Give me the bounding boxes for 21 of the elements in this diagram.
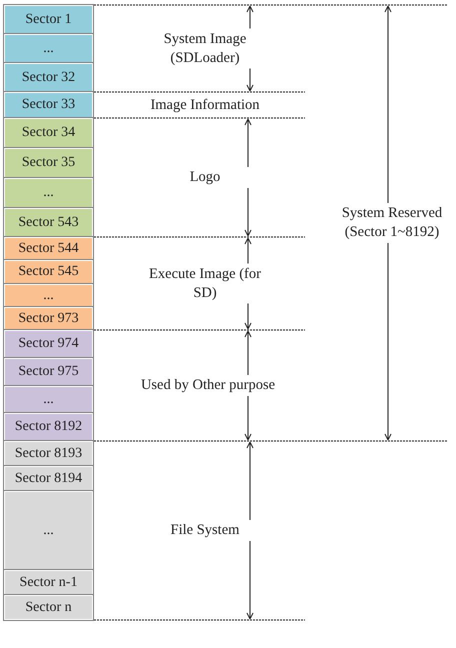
sector-cell: ... (4, 34, 93, 63)
sector-cell: Sector 33 (4, 92, 93, 118)
sector-cell: Sector 544 (4, 237, 93, 260)
sector-cell: Sector n (4, 595, 93, 620)
sector-cell: Sector 1 (4, 5, 93, 34)
sector-cell: Sector 8193 (4, 441, 93, 466)
sector-cell: Sector n-1 (4, 570, 93, 595)
sector-cell: Sector 973 (4, 307, 93, 330)
sector-cell: Sector 545 (4, 260, 93, 284)
sector-cell: Sector 35 (4, 148, 93, 178)
sector-cell: Sector 34 (4, 118, 93, 148)
sector-cell: ... (4, 178, 93, 208)
sector-cell: ... (4, 491, 93, 570)
sector-cell: Sector 543 (4, 208, 93, 237)
sector-cell: Sector 8194 (4, 466, 93, 491)
sector-cell: ... (4, 386, 93, 413)
sector-cell: Sector 974 (4, 330, 93, 358)
sector-cell: Sector 8192 (4, 413, 93, 441)
sector-cell: ... (4, 284, 93, 307)
sector-cell: Sector 32 (4, 63, 93, 92)
sector-cell: Sector 975 (4, 358, 93, 386)
